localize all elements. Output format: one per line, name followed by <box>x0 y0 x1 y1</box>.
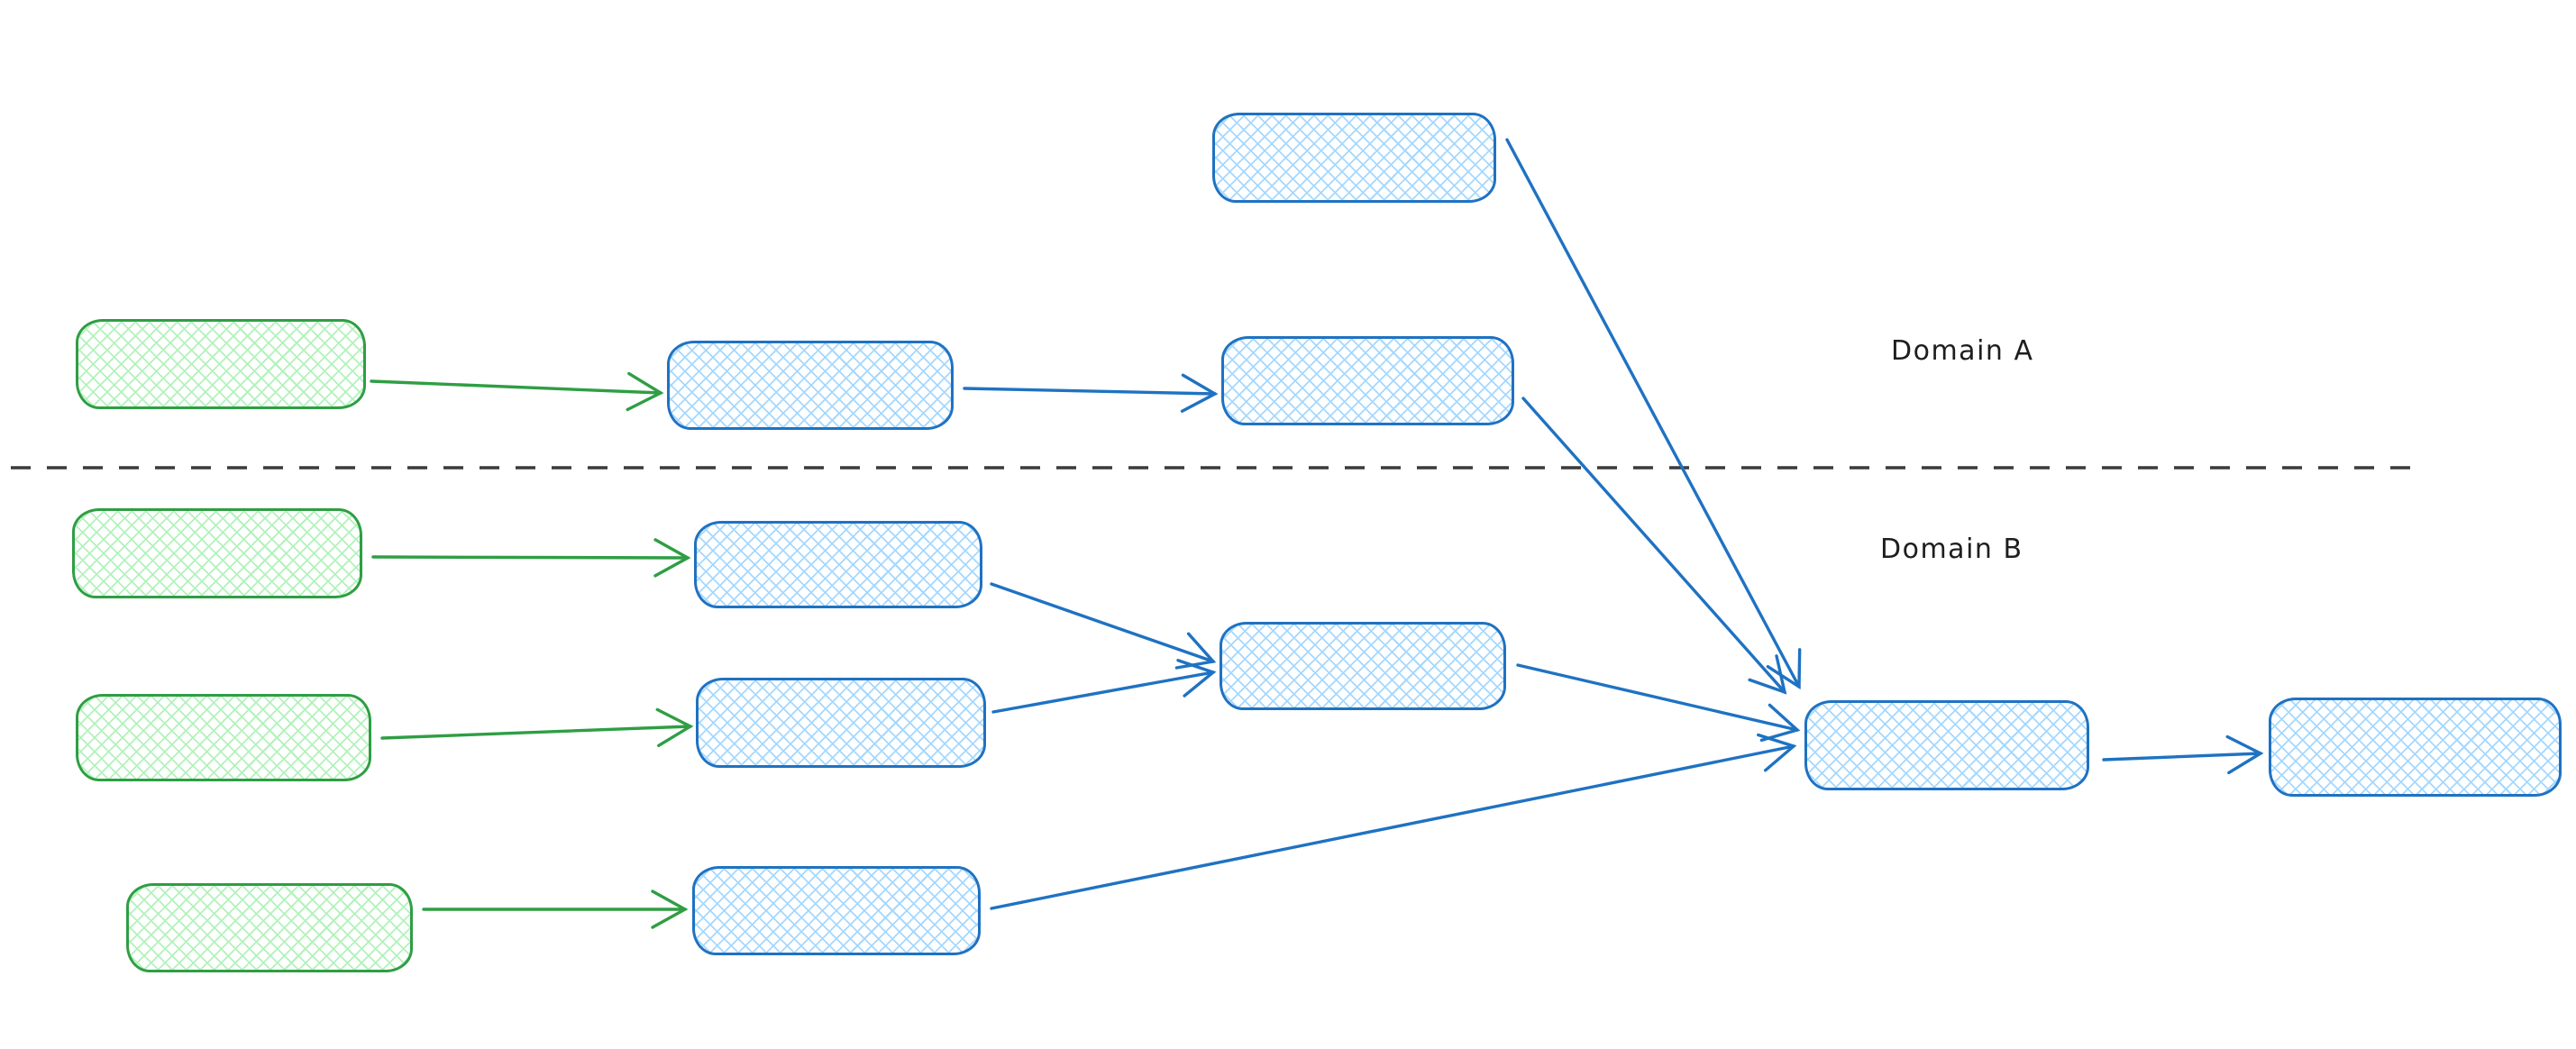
node-output <box>2269 698 2562 797</box>
node-process-a2 <box>1221 336 1514 425</box>
domain-a-label: Domain A <box>1891 335 2034 367</box>
node-source-b1 <box>72 508 362 598</box>
node-process-b2 <box>696 678 986 768</box>
node-artifact-top <box>1212 113 1496 203</box>
edge-merge-b-to-aggregate <box>1516 663 1801 743</box>
edge-process-a1-to-process-a2 <box>963 373 1219 413</box>
node-process-b1 <box>694 521 982 608</box>
node-merge-b <box>1219 622 1506 710</box>
edge-aggregate-to-output <box>2102 734 2264 775</box>
edge-source-b1-to-process-b1 <box>371 538 691 578</box>
node-process-b3 <box>692 866 981 955</box>
edge-process-b2-to-merge-b <box>991 659 1217 714</box>
edge-source-b2-to-process-b2 <box>380 707 694 748</box>
node-source-b3 <box>126 883 413 972</box>
edge-process-a2-to-aggregate <box>1521 397 1787 695</box>
edge-process-b3-to-aggregate <box>990 733 1797 910</box>
node-process-a1 <box>667 341 954 430</box>
domain-b-label: Domain B <box>1880 534 2023 565</box>
edge-artifact-top-to-aggregate <box>1505 138 1802 690</box>
edge-process-b1-to-merge-b <box>990 582 1217 670</box>
node-source-a <box>76 319 366 409</box>
edge-source-a-to-process-a1 <box>370 371 664 412</box>
node-source-b2 <box>76 694 371 781</box>
node-aggregate <box>1804 700 2089 790</box>
